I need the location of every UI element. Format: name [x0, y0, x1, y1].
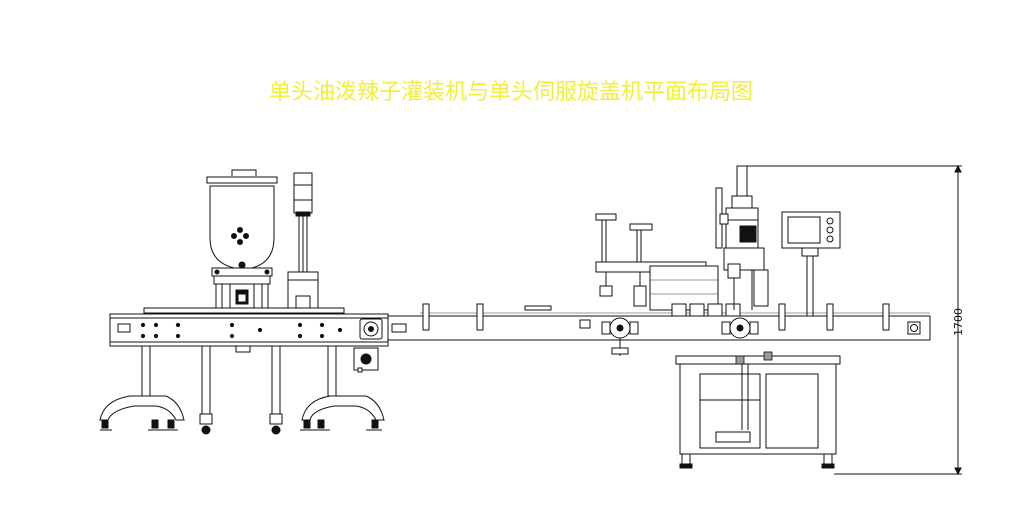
capper-cabinet	[675, 351, 841, 469]
cylinder	[287, 172, 319, 309]
filler-control-box	[353, 347, 379, 373]
height-dimension-label: 1700	[952, 308, 965, 336]
capping-head	[715, 165, 769, 310]
conveyor	[388, 303, 931, 341]
conveyor-brackets	[422, 303, 890, 331]
filler-legs	[99, 345, 385, 435]
hmi-panel	[781, 211, 841, 316]
star-wheels	[601, 317, 759, 356]
drawing-title: 单头油泼辣子灌装机与单头伺服旋盖机平面布局图	[268, 80, 753, 105]
cap-chute	[595, 213, 719, 311]
capping-machine	[595, 165, 841, 469]
height-dimension: 1700	[745, 164, 965, 476]
filling-machine	[99, 169, 389, 435]
hopper	[206, 169, 278, 277]
filler-frame	[109, 313, 389, 353]
filling-valve	[213, 275, 271, 309]
bottles	[671, 303, 741, 317]
